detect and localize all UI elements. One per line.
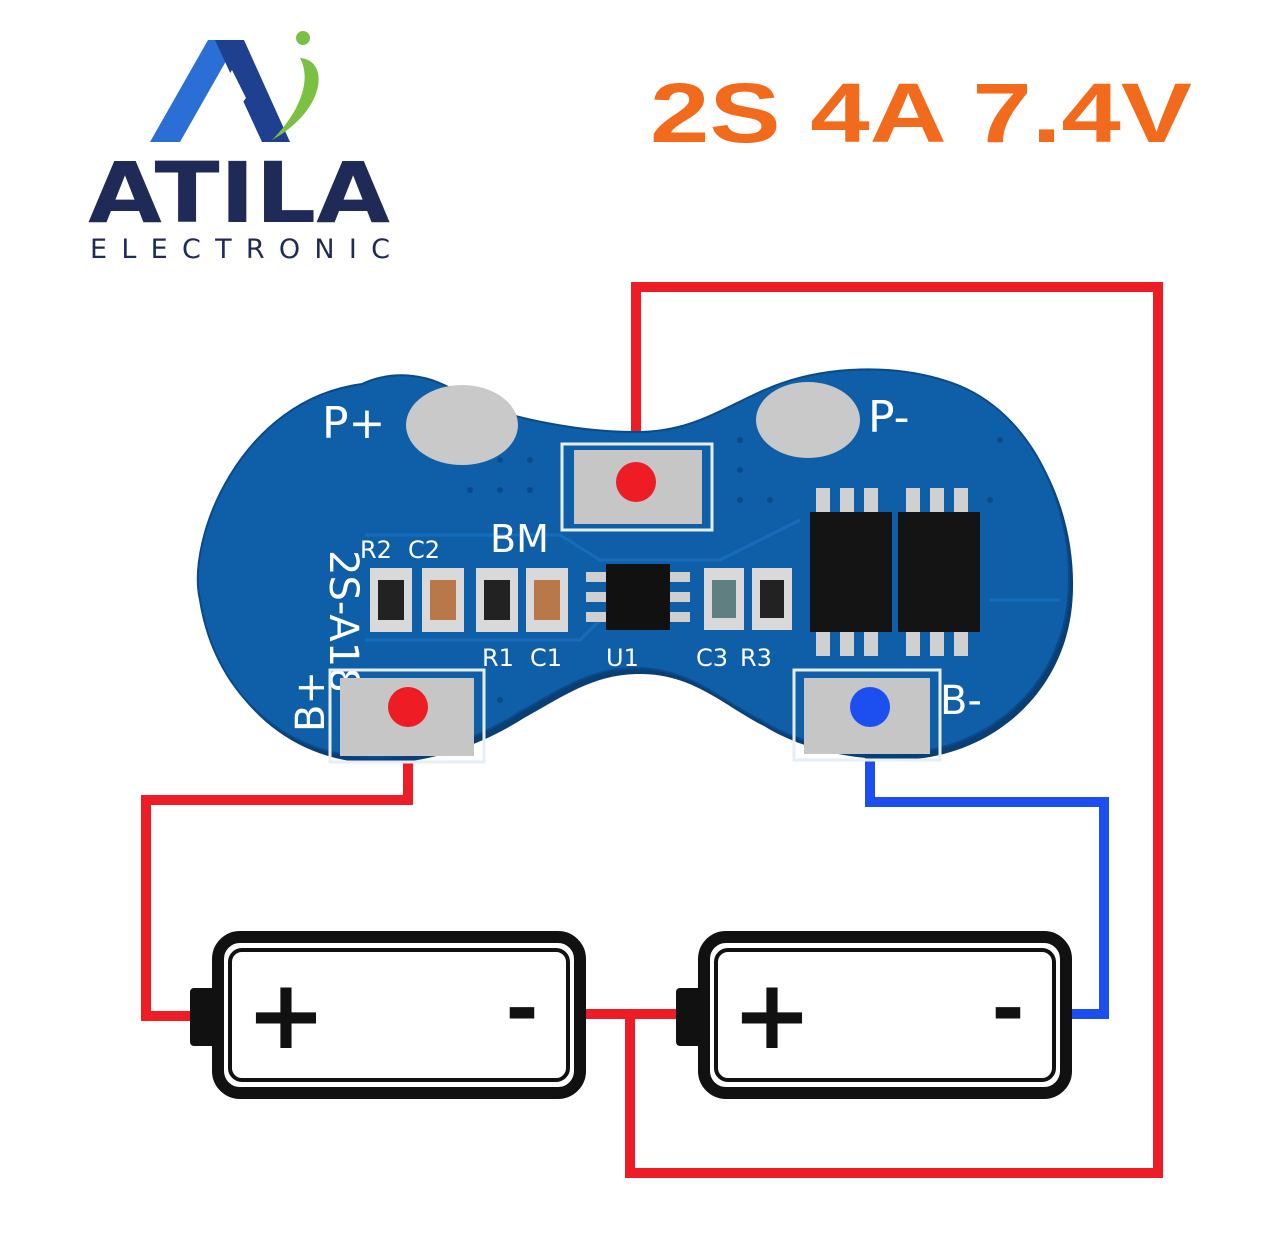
label-c2: C2 bbox=[408, 536, 440, 564]
logo-mark-icon bbox=[150, 31, 319, 142]
label-b-minus: B- bbox=[940, 678, 982, 724]
board-outline bbox=[196, 368, 1070, 759]
hole-p-plus bbox=[406, 385, 518, 465]
dot-b-minus bbox=[850, 687, 890, 727]
bms-board: P+ P- BM B+ B- 2S-A18 R2 C2 R1 C1 U1 C3 … bbox=[196, 368, 1074, 764]
brand-name: ATILA bbox=[88, 144, 390, 242]
wire-b-minus-blue bbox=[865, 707, 1109, 1019]
battery-left-terminal bbox=[190, 988, 216, 1046]
battery-left-plus: + bbox=[246, 959, 326, 1071]
wire-p-minus-red bbox=[625, 282, 1163, 1178]
brand-logo: ATILA ELECTRONIC bbox=[88, 31, 390, 265]
label-u1: U1 bbox=[606, 644, 639, 672]
u1-chip bbox=[586, 564, 690, 630]
logo-head-icon bbox=[296, 31, 310, 45]
logo-leaf-icon bbox=[272, 58, 319, 140]
battery-right: + - bbox=[676, 931, 1072, 1099]
battery-right-minus: - bbox=[991, 962, 1024, 1055]
label-b-plus: B+ bbox=[288, 671, 334, 732]
label-c1: C1 bbox=[530, 644, 562, 672]
label-c3: C3 bbox=[696, 644, 728, 672]
smd-components bbox=[370, 568, 792, 632]
battery-left-minus: - bbox=[505, 962, 538, 1055]
mosfet-chip-1 bbox=[810, 488, 892, 656]
label-bm: BM bbox=[490, 517, 549, 561]
dot-p-minus bbox=[616, 462, 656, 502]
label-p-plus: P+ bbox=[322, 398, 385, 449]
wire-b-plus-red bbox=[141, 707, 413, 1021]
label-r1: R1 bbox=[482, 644, 514, 672]
label-r3: R3 bbox=[740, 644, 772, 672]
battery-right-plus: + bbox=[732, 959, 812, 1071]
battery-left: + - bbox=[190, 931, 586, 1099]
spec-label: 2S 4A 7.4V bbox=[650, 66, 1192, 160]
mosfet-chip-2 bbox=[898, 488, 980, 656]
dot-b-plus bbox=[388, 687, 428, 727]
battery-right-terminal bbox=[676, 988, 702, 1046]
label-r2: R2 bbox=[360, 536, 392, 564]
wires bbox=[141, 282, 1163, 1178]
label-p-minus: P- bbox=[868, 392, 909, 443]
hole-p-minus bbox=[756, 382, 860, 458]
